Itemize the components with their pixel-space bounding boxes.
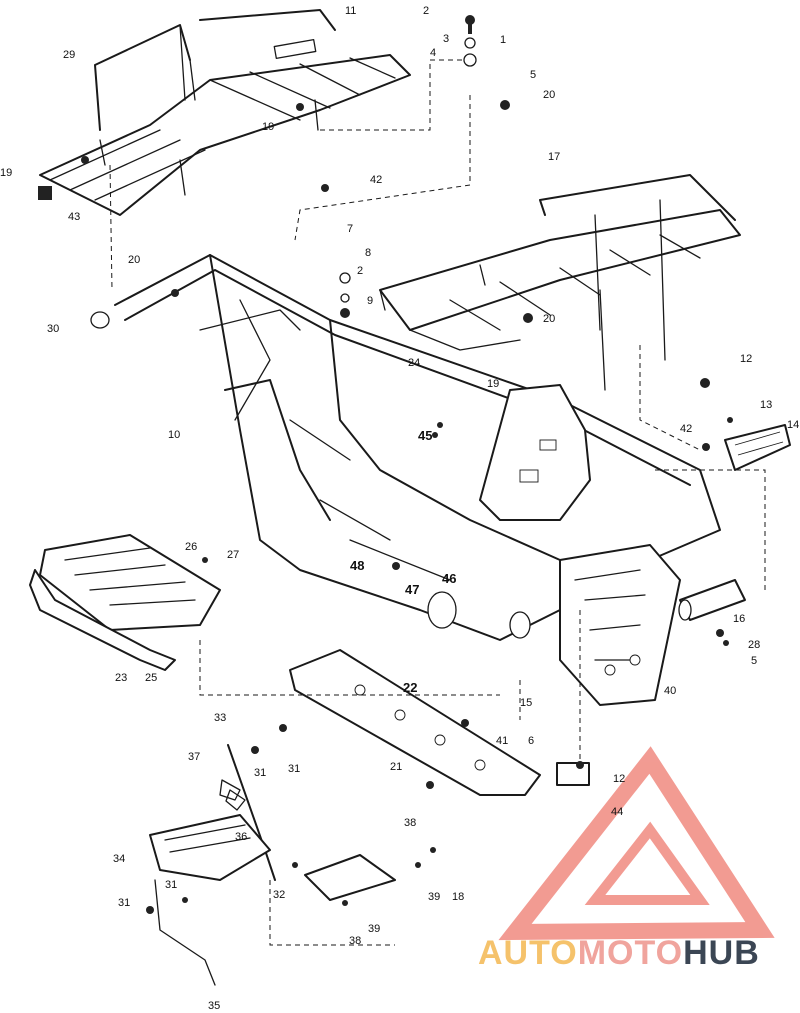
- label-1: 1: [500, 34, 506, 46]
- label-39: 39: [428, 891, 440, 903]
- watermark-word-auto: AUTO: [478, 934, 578, 972]
- label-5: 5: [530, 69, 536, 81]
- label-12: 12: [613, 773, 625, 785]
- label-39: 39: [368, 923, 380, 935]
- label-20: 20: [543, 313, 555, 325]
- label-34: 34: [113, 853, 125, 865]
- label-31: 31: [165, 879, 177, 891]
- label-38: 38: [349, 935, 361, 947]
- label-33: 33: [214, 712, 226, 724]
- label-19: 19: [487, 378, 499, 390]
- label-47: 47: [405, 582, 419, 597]
- bracket-44: [556, 762, 590, 786]
- label-25: 25: [145, 672, 157, 684]
- label-19: 19: [0, 167, 12, 179]
- label-9: 9: [367, 295, 373, 307]
- label-29: 29: [63, 49, 75, 61]
- label-4: 4: [430, 47, 436, 59]
- label-31: 31: [254, 767, 266, 779]
- label-14: 14: [787, 419, 799, 431]
- label-22: 22: [403, 680, 417, 695]
- label-15: 15: [520, 697, 532, 709]
- label-10: 10: [168, 429, 180, 441]
- label-6: 6: [528, 735, 534, 747]
- label-28: 28: [748, 639, 760, 651]
- label-13: 13: [760, 399, 772, 411]
- label-31: 31: [118, 897, 130, 909]
- label-23: 23: [115, 672, 127, 684]
- label-48: 48: [350, 558, 364, 573]
- main-frame: [90, 254, 721, 706]
- label-38: 38: [404, 817, 416, 829]
- label-11: 11: [345, 5, 356, 17]
- label-5: 5: [751, 655, 757, 667]
- label-21: 21: [390, 761, 402, 773]
- rear-rack: [38, 9, 411, 216]
- label-20: 20: [128, 254, 140, 266]
- label-19: 19: [262, 121, 274, 133]
- label-24: 24: [408, 357, 420, 369]
- label-26: 26: [185, 541, 197, 553]
- label-3: 3: [443, 33, 449, 45]
- label-42: 42: [370, 174, 382, 186]
- label-36: 36: [235, 831, 247, 843]
- tube-16: [678, 579, 746, 621]
- left-footrest: [29, 534, 221, 671]
- brake-linkage: [149, 744, 396, 986]
- label-16: 16: [733, 613, 745, 625]
- label-2: 2: [423, 5, 429, 17]
- label-45: 45: [418, 428, 432, 443]
- right-footrest: [724, 424, 791, 471]
- label-30: 30: [47, 323, 59, 335]
- leader-lines: [109, 59, 766, 946]
- label-7: 7: [347, 223, 353, 235]
- label-44: 44: [611, 806, 623, 818]
- label-42: 42: [680, 423, 692, 435]
- label-17: 17: [548, 151, 560, 163]
- front-rack: [379, 174, 741, 391]
- label-31: 31: [288, 763, 300, 775]
- label-12: 12: [740, 353, 752, 365]
- watermark-word-hub: HUB: [683, 934, 760, 972]
- callout-labels: 1 2 3 4 5 20 11 29 19 19 43 42 7 17 20 8…: [0, 5, 799, 1012]
- label-35: 35: [208, 1000, 220, 1012]
- watermark-text: AUTOMOTOHUB: [478, 933, 798, 973]
- label-20: 20: [543, 89, 555, 101]
- watermark-logo: [498, 746, 775, 941]
- label-27: 27: [227, 549, 239, 561]
- label-40: 40: [664, 685, 676, 697]
- label-32: 32: [273, 889, 285, 901]
- label-43: 43: [68, 211, 80, 223]
- label-18: 18: [452, 891, 464, 903]
- hardware-marks: [81, 15, 733, 914]
- label-46: 46: [442, 571, 456, 586]
- label-8: 8: [365, 247, 371, 259]
- label-37: 37: [188, 751, 200, 763]
- skid-plate: [289, 649, 541, 796]
- label-2: 2: [357, 265, 363, 277]
- label-41: 41: [496, 735, 508, 747]
- watermark-word-moto: MOTO: [577, 934, 684, 972]
